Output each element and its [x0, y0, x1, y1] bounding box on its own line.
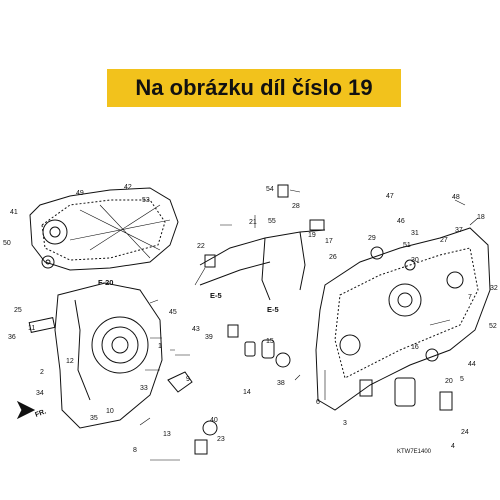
- callout-53: 53: [142, 197, 150, 204]
- callout-23: 23: [217, 436, 225, 443]
- callout-38: 38: [277, 380, 285, 387]
- callout-49: 49: [76, 190, 84, 197]
- drawing-code: KTW7E1400: [397, 449, 432, 455]
- callout-9: 9: [186, 376, 190, 383]
- callout-33: 33: [140, 385, 148, 392]
- ref-e5-left: E-5: [210, 291, 222, 300]
- callout-12: 12: [66, 358, 74, 365]
- callout-17: 17: [325, 238, 333, 245]
- part-number-banner: Na obrázku díl číslo 19: [107, 69, 401, 107]
- callout-26: 26: [329, 254, 337, 261]
- callout-15: 15: [266, 338, 274, 345]
- callout-19: 19: [308, 232, 316, 239]
- callout-44: 44: [468, 361, 476, 368]
- callout-29: 29: [368, 235, 376, 242]
- callout-25: 25: [14, 307, 22, 314]
- callout-4: 4: [451, 443, 455, 450]
- crankcase-right: [315, 227, 491, 411]
- callout-24: 24: [461, 429, 469, 436]
- callout-45: 45: [169, 309, 177, 316]
- callout-51: 51: [403, 242, 411, 249]
- callout-50: 50: [3, 240, 11, 247]
- callout-52: 52: [489, 323, 497, 330]
- callout-28: 28: [292, 203, 300, 210]
- callout-14: 14: [243, 389, 251, 396]
- callout-35: 35: [90, 415, 98, 422]
- callout-1: 1: [158, 343, 162, 350]
- callout-47: 47: [386, 193, 394, 200]
- callout-46: 46: [397, 218, 405, 225]
- callout-34: 34: [36, 390, 44, 397]
- callout-41: 41: [10, 209, 18, 216]
- callout-7: 7: [468, 294, 472, 301]
- callout-21: 21: [249, 219, 257, 226]
- callout-2: 2: [40, 369, 44, 376]
- callout-31: 31: [411, 230, 419, 237]
- callout-3: 3: [343, 420, 347, 427]
- callout-27: 27: [440, 237, 448, 244]
- callout-43: 43: [192, 326, 200, 333]
- callout-39: 39: [205, 334, 213, 341]
- callout-22: 22: [197, 243, 205, 250]
- callout-8: 8: [133, 447, 137, 454]
- ref-f20: F-20: [98, 278, 113, 287]
- callout-16: 16: [411, 344, 419, 351]
- callout-48: 48: [452, 194, 460, 201]
- callout-32: 32: [490, 285, 498, 292]
- callout-5: 5: [460, 376, 464, 383]
- direction-label: FR.: [34, 408, 47, 418]
- callout-42: 42: [124, 184, 132, 191]
- banner-text: Na obrázku díl číslo 19: [135, 75, 373, 100]
- callout-11: 11: [28, 325, 35, 332]
- callout-30: 30: [411, 257, 419, 264]
- callout-10: 10: [106, 408, 114, 415]
- callout-20: 20: [445, 378, 453, 385]
- callout-40: 40: [210, 417, 218, 424]
- callout-55: 55: [268, 218, 276, 225]
- callout-36: 36: [8, 334, 16, 341]
- callout-6: 6: [316, 399, 320, 406]
- callout-37: 37: [455, 227, 463, 234]
- wire-harness: [199, 229, 326, 301]
- ref-e5-right: E-5: [267, 305, 279, 314]
- callout-54: 54: [266, 186, 274, 193]
- crankcase-left: [54, 282, 163, 429]
- callout-13: 13: [163, 431, 171, 438]
- front-arrow: [16, 400, 36, 420]
- callout-18: 18: [477, 214, 485, 221]
